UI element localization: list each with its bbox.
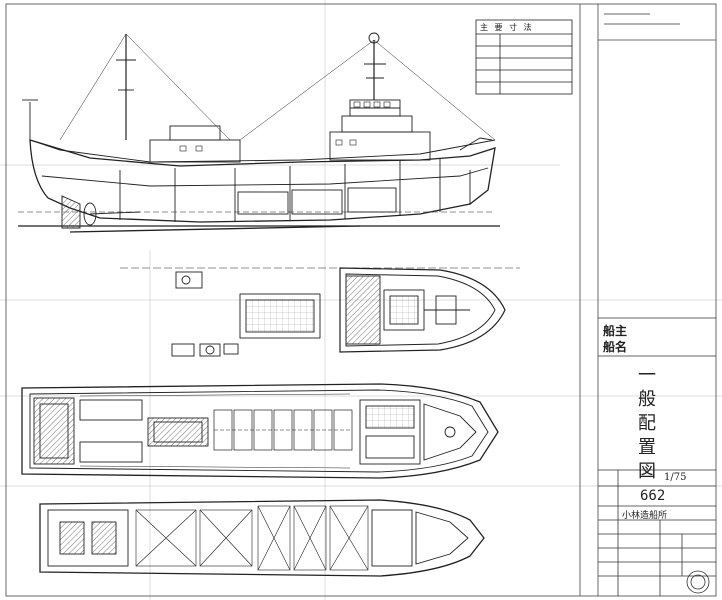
scale-value: 1/75 — [664, 472, 687, 483]
drawing-title-char: 般 — [638, 389, 656, 410]
particulars-heading: 主 要 寸 法 — [480, 23, 534, 32]
hold-plan — [39, 499, 485, 577]
ship-name-label: 船名 — [603, 340, 628, 354]
drawing-title-char: 配 — [638, 413, 656, 434]
deck-plan-main — [21, 383, 499, 479]
owner-label: 船主 — [603, 324, 628, 338]
drawing-title-char: 置 — [638, 437, 656, 458]
drawing-title: 一 般 配 置 図 — [638, 364, 668, 484]
drawing-title-char: 図 — [638, 461, 656, 482]
drawing-number: 662 — [640, 488, 666, 504]
particulars-table — [475, 19, 573, 95]
profile-view — [18, 32, 500, 233]
drawing-title-char: 一 — [638, 365, 656, 386]
deck-plan-upper — [120, 267, 520, 357]
draftsman: 小林造船所 — [622, 511, 668, 521]
title-block — [598, 13, 716, 596]
